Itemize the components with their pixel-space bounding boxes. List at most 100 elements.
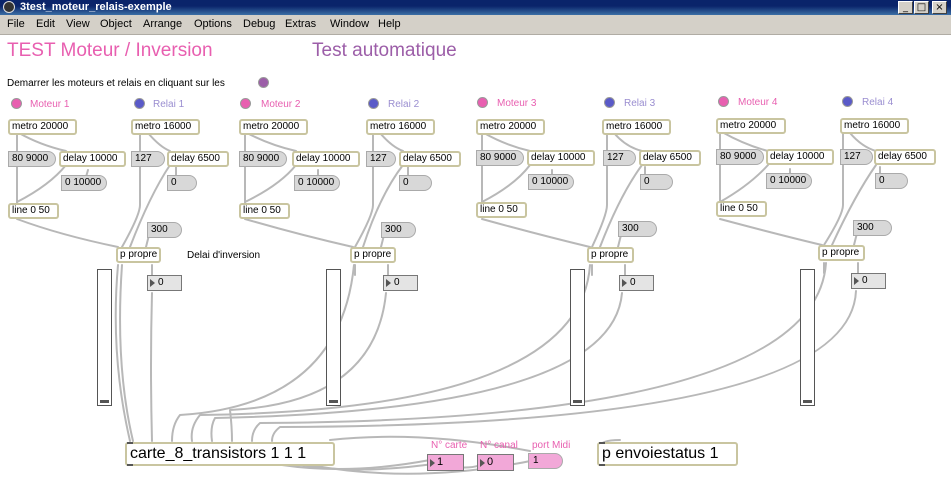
message-box[interactable]: 300 (147, 222, 182, 238)
motor-label: Moteur 2 (261, 99, 301, 110)
subpatch-object[interactable]: p propre (587, 247, 634, 263)
number-box[interactable]: 0 (383, 275, 418, 291)
metro-object[interactable]: metro 20000 (716, 118, 786, 134)
subpatch-object[interactable]: p propre (350, 247, 396, 263)
delay-object[interactable]: delay 10000 (292, 151, 360, 167)
slider[interactable] (570, 269, 585, 406)
number-box[interactable]: 0 (619, 275, 654, 291)
message-box[interactable]: 0 (640, 174, 673, 190)
slider[interactable] (97, 269, 112, 406)
delay-object[interactable]: delay 10000 (527, 150, 595, 166)
delay-label: Delai d'inversion (187, 250, 261, 261)
app-icon (3, 1, 15, 13)
carte-label: N° carte (431, 440, 468, 451)
delay-object[interactable]: delay 10000 (59, 151, 126, 167)
relay-toggle-1[interactable] (134, 98, 145, 109)
message-box[interactable]: 0 10000 (528, 174, 574, 190)
message-box[interactable]: 0 10000 (61, 175, 107, 191)
subpatch-object[interactable]: p propre (116, 247, 161, 263)
start-toggle[interactable] (258, 77, 269, 88)
menu-view[interactable]: View (66, 18, 90, 30)
slider[interactable] (800, 269, 815, 406)
message-box[interactable]: 300 (381, 222, 416, 238)
metro-object[interactable]: metro 16000 (131, 119, 200, 135)
delay-object[interactable]: delay 6500 (874, 149, 936, 165)
message-box[interactable]: 0 10000 (766, 173, 812, 189)
menu-window[interactable]: Window (330, 18, 370, 30)
motor-toggle-1[interactable] (11, 98, 22, 109)
message-box[interactable]: 300 (853, 220, 892, 236)
patch-cords (16, 131, 881, 475)
message-box[interactable]: 0 10000 (294, 175, 340, 191)
slider[interactable] (326, 269, 341, 406)
relay-toggle-2[interactable] (368, 98, 379, 109)
number-box[interactable]: 0 (851, 273, 886, 289)
relay-toggle-3[interactable] (604, 97, 615, 108)
carte-transistors-object[interactable]: carte_8_transistors 1 1 1 (125, 442, 335, 466)
page-title: TEST Moteur / Inversion (7, 40, 213, 61)
message-box[interactable]: 0 (399, 175, 432, 191)
menu-options[interactable]: Options (194, 18, 232, 30)
envoiestatus-object[interactable]: p envoiestatus 1 (597, 442, 738, 466)
menu-object[interactable]: Object (100, 18, 132, 30)
relay-label: Relai 3 (624, 98, 656, 109)
menu-help[interactable]: Help (378, 18, 401, 30)
delay-object[interactable]: delay 6500 (167, 151, 229, 167)
maximize-button[interactable]: □ (914, 1, 929, 14)
line-object[interactable]: line 0 50 (476, 202, 527, 218)
message-box[interactable]: 0 (875, 173, 908, 189)
motor-label: Moteur 1 (30, 99, 70, 110)
motor-toggle-4[interactable] (718, 96, 729, 107)
message-box[interactable]: 80 9000 (239, 151, 287, 167)
line-object[interactable]: line 0 50 (716, 201, 767, 217)
line-object[interactable]: line 0 50 (239, 203, 290, 219)
message-box[interactable]: 80 9000 (476, 150, 524, 166)
motor-label: Moteur 3 (497, 98, 537, 109)
menu-file[interactable]: File (7, 18, 25, 30)
port-midi-label: port Midi (532, 440, 571, 451)
message-box[interactable]: 127 (840, 149, 873, 165)
port-midi-message[interactable]: 1 (528, 453, 563, 469)
message-box[interactable]: 80 9000 (8, 151, 56, 167)
motor-toggle-2[interactable] (240, 98, 251, 109)
motor-label: Moteur 4 (738, 97, 778, 108)
message-box[interactable]: 80 9000 (716, 149, 764, 165)
metro-object[interactable]: metro 16000 (840, 118, 909, 134)
message-box[interactable]: 127 (603, 150, 636, 166)
canal-number-box[interactable]: 0 (477, 454, 514, 471)
menu-edit[interactable]: Edit (36, 18, 55, 30)
menu-bar: File Edit View Object Arrange Options De… (0, 15, 951, 35)
message-box[interactable]: 300 (618, 221, 657, 237)
window-titlebar: 3test_moteur_relais-exemple _ □ × (0, 0, 951, 15)
menu-debug[interactable]: Debug (243, 18, 276, 30)
line-object[interactable]: line 0 50 (8, 203, 59, 219)
message-box[interactable]: 127 (131, 151, 165, 167)
delay-object[interactable]: delay 10000 (766, 149, 834, 165)
relay-label: Relai 4 (862, 97, 894, 108)
message-box[interactable]: 0 (167, 175, 197, 191)
message-box[interactable]: 127 (366, 151, 396, 167)
page-subtitle: Test automatique (312, 40, 457, 61)
minimize-button[interactable]: _ (898, 1, 913, 14)
metro-object[interactable]: metro 20000 (8, 119, 77, 135)
close-button[interactable]: × (932, 1, 947, 14)
carte-number-box[interactable]: 1 (427, 454, 464, 471)
menu-arrange[interactable]: Arrange (143, 18, 183, 30)
motor-toggle-3[interactable] (477, 97, 488, 108)
delay-object[interactable]: delay 6500 (639, 150, 701, 166)
relay-toggle-4[interactable] (842, 96, 853, 107)
subpatch-object[interactable]: p propre (818, 245, 865, 261)
number-box[interactable]: 0 (147, 275, 182, 291)
relay-label: Relai 2 (388, 99, 420, 110)
metro-object[interactable]: metro 16000 (602, 119, 671, 135)
menu-extras[interactable]: Extras (285, 18, 317, 30)
relay-label: Relai 1 (153, 99, 185, 110)
instruction-text: Demarrer les moteurs et relais en cliqua… (7, 78, 225, 89)
window-title: 3test_moteur_relais-exemple (20, 1, 172, 13)
canal-label: N° canal (480, 440, 518, 451)
metro-object[interactable]: metro 16000 (366, 119, 435, 135)
delay-object[interactable]: delay 6500 (399, 151, 461, 167)
metro-object[interactable]: metro 20000 (476, 119, 545, 135)
metro-object[interactable]: metro 20000 (239, 119, 308, 135)
patcher-canvas: TEST Moteur / Inversion Test automatique… (0, 35, 951, 489)
